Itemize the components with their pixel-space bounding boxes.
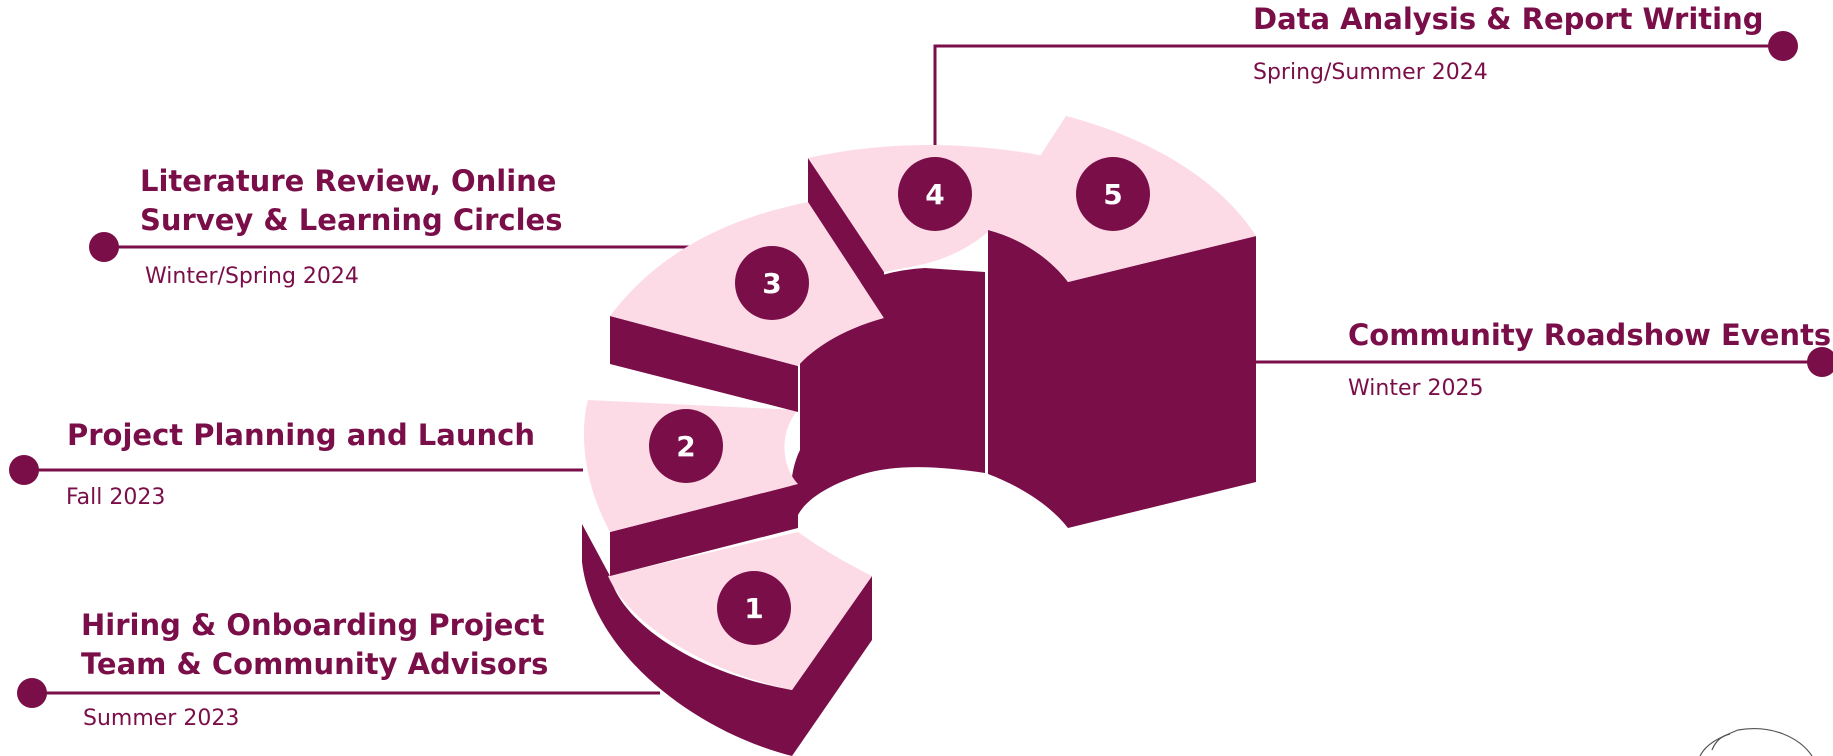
segment-1-side-face	[792, 576, 872, 756]
badge-2-number: 2	[676, 430, 695, 463]
connector-dot-3	[89, 232, 119, 262]
badge-3-circle	[735, 246, 809, 320]
connector-dot-2	[9, 455, 39, 485]
badge-1: 1	[717, 571, 791, 645]
badge-3: 3	[735, 246, 809, 320]
badge-4: 4	[898, 157, 972, 231]
stage-4-title: Data Analysis & Report Writing	[1253, 2, 1764, 36]
stage-2-title: Project Planning and Launch	[67, 418, 535, 452]
feather-sketch-icon	[1699, 728, 1813, 756]
connector-dot-1	[17, 678, 47, 708]
badge-4-number: 4	[925, 178, 944, 211]
stage-3-title: Literature Review, Online Survey & Learn…	[140, 164, 563, 237]
segment-1-outer-wall	[582, 524, 792, 756]
connector-dot-5	[1807, 347, 1833, 377]
stage-5-title: Community Roadshow Events	[1348, 318, 1832, 352]
stage-1-title: Hiring & Onboarding Project Team & Commu…	[81, 608, 549, 681]
connector-lines	[24, 44, 1822, 695]
connector-line-4	[933, 44, 1783, 145]
badge-1-circle	[717, 571, 791, 645]
badge-3-number: 3	[762, 267, 781, 300]
segment-5-inner-wall	[988, 230, 1068, 528]
connector-dots	[9, 31, 1833, 708]
badge-5-number: 5	[1103, 178, 1122, 211]
connector-dot-4	[1768, 31, 1798, 61]
badge-5: 5	[1076, 157, 1150, 231]
badge-4-circle	[898, 157, 972, 231]
badge-2: 2	[649, 409, 723, 483]
badge-1-number: 1	[744, 592, 763, 625]
badge-5-circle	[1076, 157, 1150, 231]
segment-2-side-face	[610, 484, 798, 576]
badge-2-circle	[649, 409, 723, 483]
stage-3-date: Winter/Spring 2024	[145, 264, 359, 289]
segment-4-side-face	[808, 158, 884, 318]
stage-4-date: Spring/Summer 2024	[1253, 60, 1488, 85]
segment-5-front-wall	[1068, 236, 1256, 528]
segment-3-side-face	[610, 316, 798, 412]
stage-5-date: Winter 2025	[1348, 376, 1484, 401]
stage-1-date: Summer 2023	[83, 706, 240, 731]
stage-2-date: Fall 2023	[66, 485, 166, 510]
